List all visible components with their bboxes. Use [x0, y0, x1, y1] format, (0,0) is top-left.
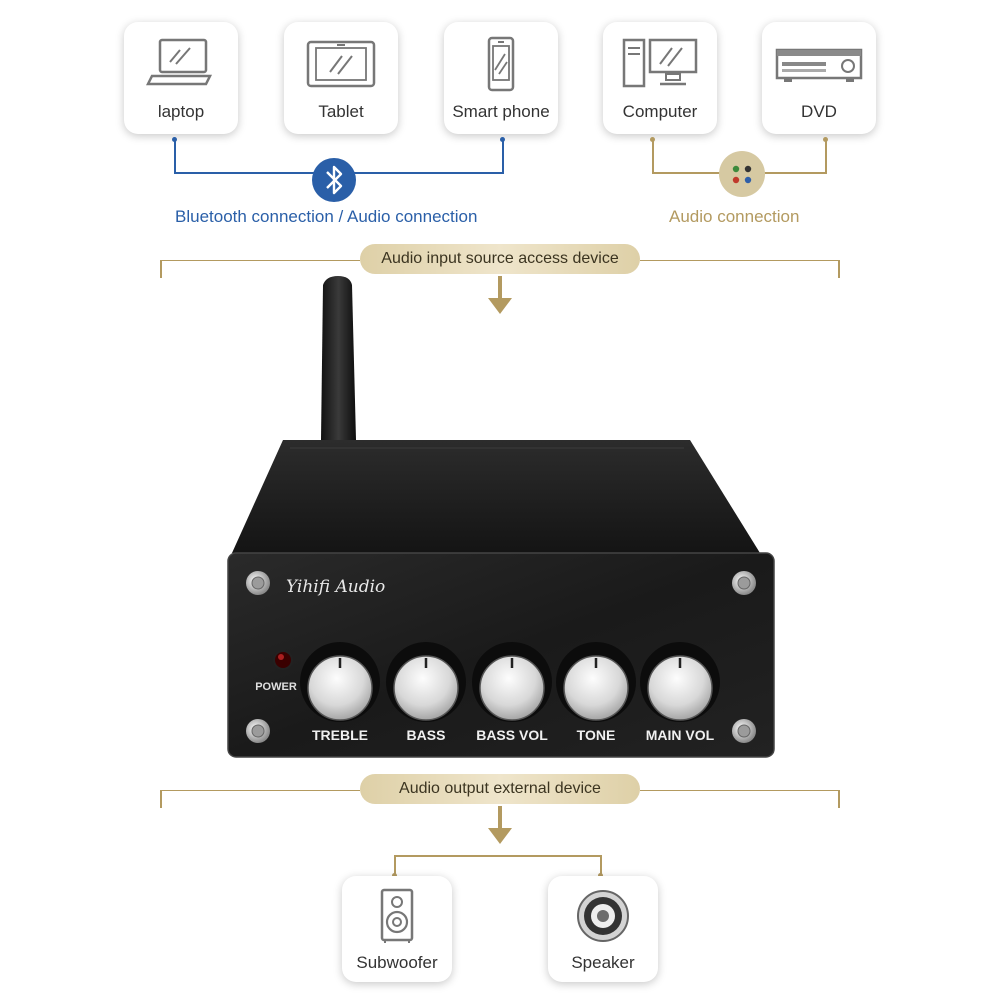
input-bracket-right-tick [838, 260, 840, 278]
laptop-icon [146, 38, 213, 86]
brand-logo: Yihifi Audio [286, 577, 385, 597]
dvd-label: DVD [801, 102, 837, 121]
knob-bass[interactable]: BASS [386, 642, 466, 743]
knob-treble[interactable]: TREBLE [300, 642, 380, 743]
power-led [273, 650, 293, 670]
subwoofer-connector-dot [392, 873, 397, 878]
dvd-card: DVD [762, 22, 876, 134]
output-banner: Audio output external device [360, 774, 640, 804]
input-banner: Audio input source access device [360, 244, 640, 274]
subwoofer-label: Subwoofer [356, 953, 438, 972]
laptop-card: laptop [124, 22, 238, 134]
tablet-icon [306, 40, 376, 88]
subwoofer-icon [380, 888, 414, 943]
knob-label: BASS [407, 727, 446, 743]
output-bracket-left [160, 790, 360, 791]
knob-label: MAIN VOL [646, 727, 715, 743]
bluetooth-caption: Bluetooth connection / Audio connection [175, 207, 478, 226]
speaker-card: Speaker [548, 876, 658, 982]
output-connector-line [394, 855, 602, 857]
laptop-label: laptop [157, 102, 205, 121]
smartphone-connector [502, 139, 504, 173]
knob-label: TONE [577, 727, 616, 743]
input-arrow-icon [488, 276, 512, 314]
computer-card: Computer [603, 22, 717, 134]
screws [246, 571, 756, 743]
computer-connector [652, 139, 654, 173]
laptop-connector [174, 139, 176, 173]
dvd-icon [775, 48, 863, 82]
input-bracket-right [640, 260, 840, 261]
power-label: POWER [255, 681, 297, 693]
knob-tone[interactable]: TONE [556, 642, 636, 743]
smartphone-label: Smart phone [452, 102, 550, 121]
tablet-label: Tablet [318, 102, 364, 121]
speaker-connector [600, 855, 602, 877]
output-bracket-right [640, 790, 840, 791]
speaker-connector-dot [598, 873, 603, 878]
smartphone-icon [487, 36, 515, 92]
subwoofer-connector [394, 855, 396, 877]
case-top [232, 440, 760, 553]
output-arrow-icon [488, 806, 512, 844]
knob-bass-vol[interactable]: BASS VOL [472, 642, 552, 743]
output-bracket-left-tick [160, 790, 162, 808]
dvd-connector [825, 139, 827, 173]
smartphone-card: Smart phone [444, 22, 558, 134]
subwoofer-card: Subwoofer [342, 876, 452, 982]
tablet-card: Tablet [284, 22, 398, 134]
input-bracket-left-tick [160, 260, 162, 278]
knob-main-vol[interactable]: MAIN VOL [640, 642, 720, 743]
knob-label: BASS VOL [476, 727, 548, 743]
output-bracket-right-tick [838, 790, 840, 808]
input-bracket-left [160, 260, 360, 261]
antenna [321, 276, 356, 440]
computer-label: Computer [622, 102, 698, 121]
speaker-icon [577, 890, 629, 942]
rca-jack-icon [719, 151, 765, 197]
knob-label: TREBLE [312, 727, 368, 743]
bluetooth-icon [312, 158, 356, 202]
speaker-label: Speaker [571, 953, 635, 972]
audio-connection-caption: Audio connection [669, 207, 800, 226]
computer-icon [622, 38, 698, 88]
